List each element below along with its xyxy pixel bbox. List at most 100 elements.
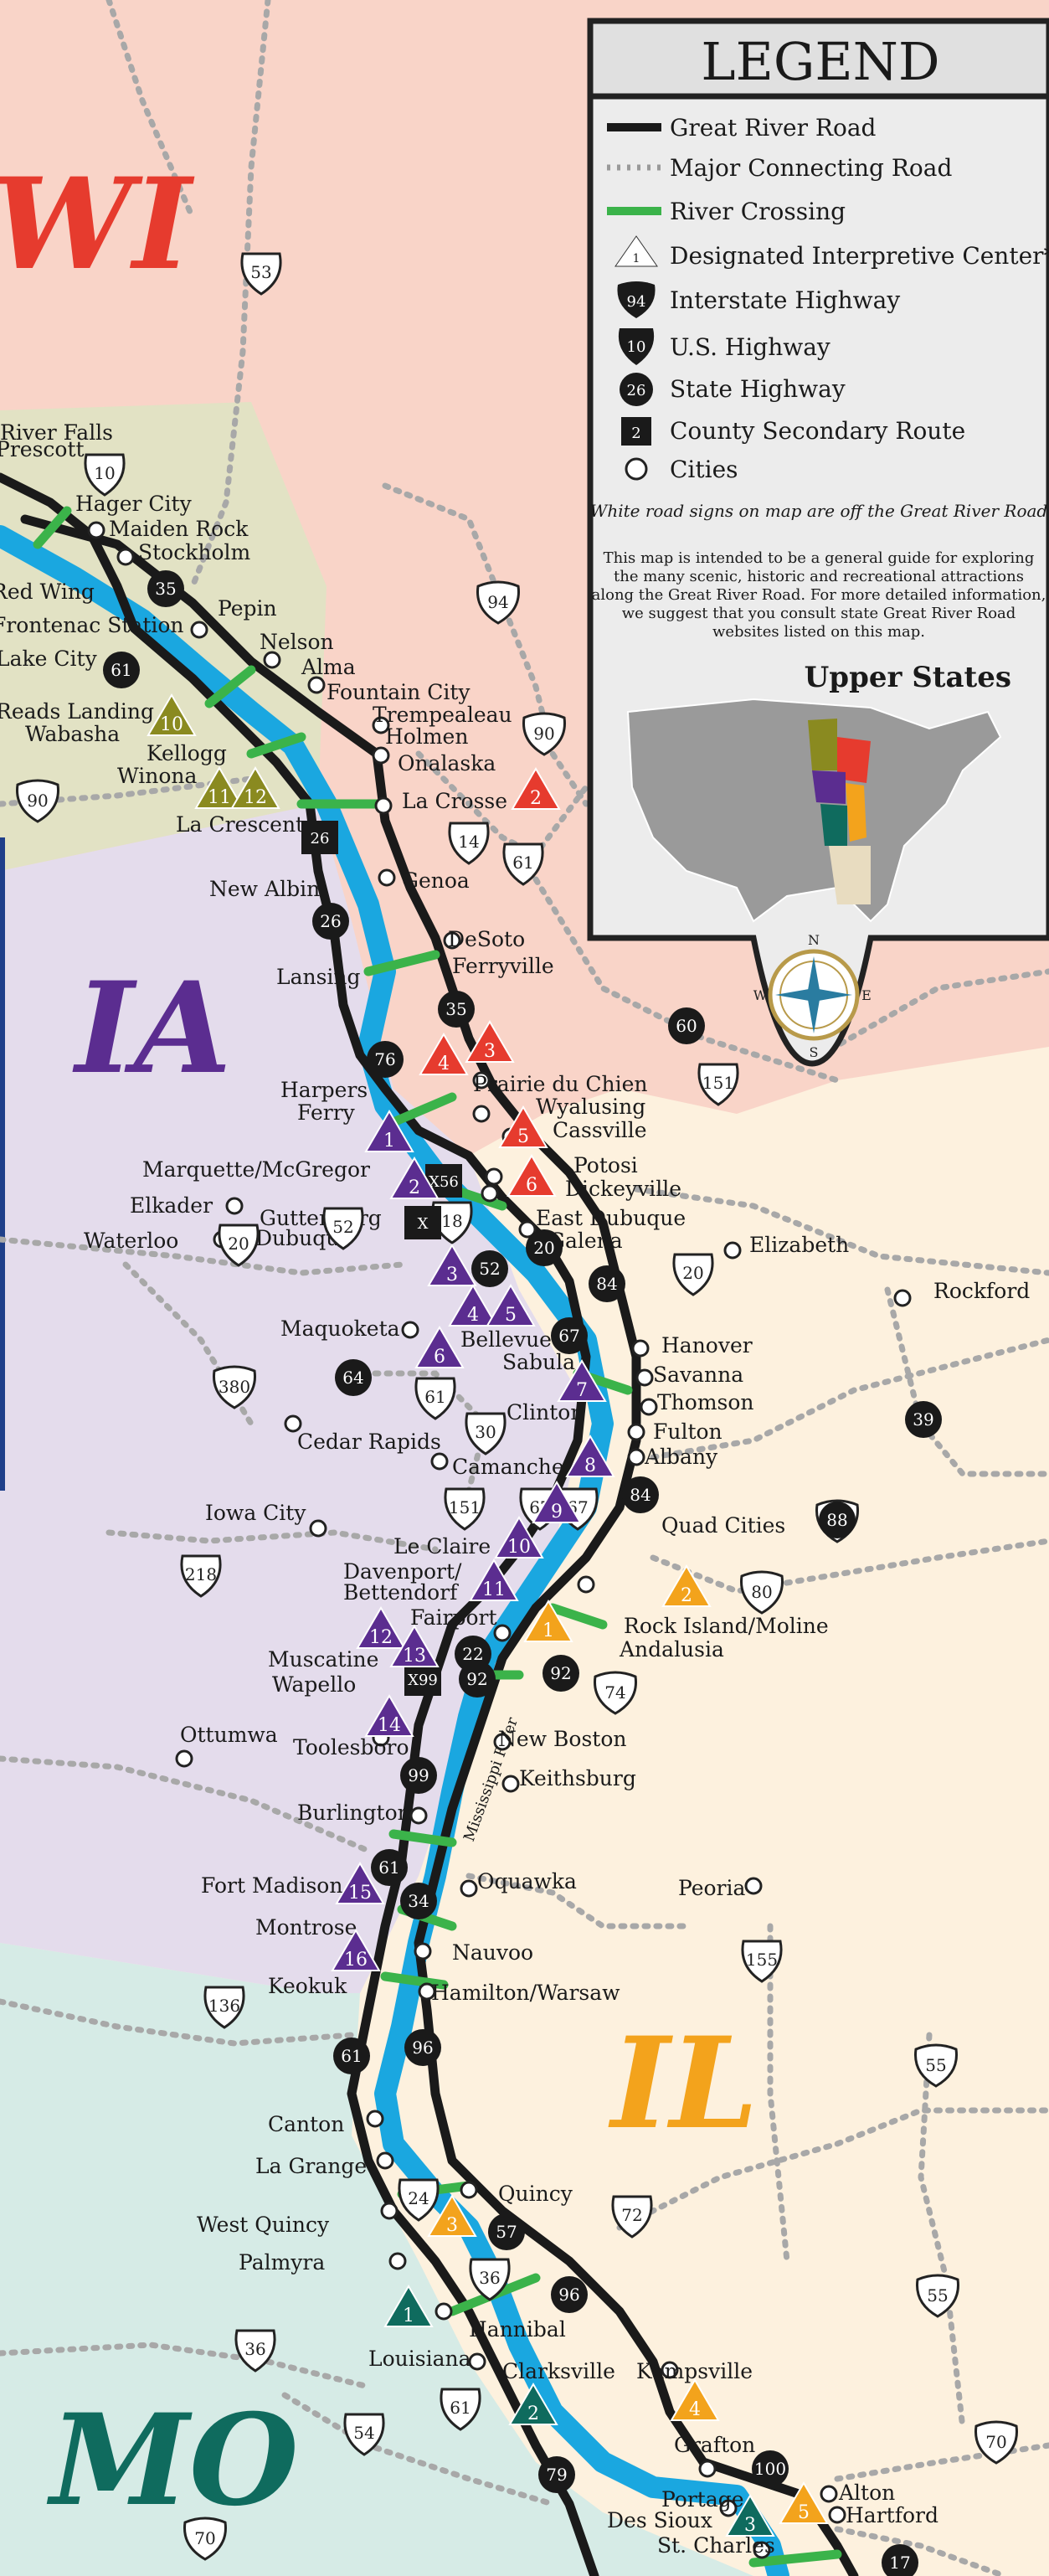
svg-text:57: 57	[496, 2222, 517, 2242]
interpretive-center-mo: 3	[725, 2494, 775, 2537]
city-label: Camanche	[452, 1455, 564, 1479]
state-highway-marker: 99	[400, 1757, 437, 1794]
us-shield: 136	[203, 1986, 245, 2029]
svg-text:along the Great River Road. Fo: along the Great River Road. For more det…	[592, 586, 1046, 604]
legend-label-state-highway: State Highway	[670, 375, 846, 403]
city-label: Dickeyville	[565, 1177, 681, 1201]
svg-text:100: 100	[754, 2459, 786, 2479]
city-dot	[472, 1071, 491, 1090]
svg-text:20: 20	[228, 1234, 249, 1254]
city-label: Des Sioux	[607, 2508, 712, 2532]
interpretive-center-ia: 9	[532, 1481, 582, 1523]
svg-text:5: 5	[517, 1126, 529, 1147]
svg-text:1: 1	[403, 2306, 414, 2326]
state-highway-marker: 64	[335, 1359, 372, 1396]
city-label: Albany	[644, 1445, 718, 1469]
state-highway-marker: 35	[147, 570, 184, 607]
city-dot	[307, 676, 326, 694]
svg-text:380: 380	[219, 1377, 250, 1397]
interstate-shield: 70	[183, 2517, 227, 2561]
county-square-icon: 2	[621, 417, 651, 446]
city-label: Fort Madison	[201, 1873, 342, 1898]
svg-text:72: 72	[621, 2205, 642, 2225]
city-label: Ferryville	[452, 954, 554, 978]
interstate-shield: 55	[914, 2043, 958, 2088]
svg-text:61: 61	[341, 2046, 362, 2066]
interstate-shield: 80	[740, 1570, 784, 1615]
city-label: Fairport	[410, 1605, 497, 1630]
state-highway-marker: 34	[400, 1883, 437, 1919]
svg-text:11: 11	[208, 787, 231, 808]
svg-text:30: 30	[475, 1422, 496, 1442]
city-label: Kellogg	[147, 741, 227, 765]
svg-text:61: 61	[512, 853, 533, 873]
city-dot	[468, 2352, 486, 2371]
state-highway-marker: 61	[103, 652, 140, 688]
city-label: New Boston	[498, 1727, 626, 1751]
svg-text:3: 3	[446, 2215, 458, 2236]
city-label: Fulton	[653, 1419, 722, 1444]
state-highway-marker: 96	[404, 2029, 441, 2066]
city-dot	[414, 1942, 432, 1960]
state-highway-marker: 26	[312, 903, 349, 940]
city-label: Maiden Rock	[109, 517, 249, 541]
svg-text:5: 5	[798, 2502, 810, 2523]
svg-text:22: 22	[462, 1644, 483, 1664]
city-dot	[753, 2541, 771, 2559]
city-dot	[661, 2361, 679, 2379]
city-label: Peoria	[678, 1876, 745, 1900]
svg-text:76: 76	[374, 1049, 395, 1069]
city-dot	[284, 1414, 302, 1433]
city-label: Muscatine	[268, 1647, 378, 1672]
city-dot	[374, 796, 393, 815]
interpretive-center-ia: 5	[486, 1284, 536, 1327]
city-dot	[460, 1879, 478, 1898]
svg-text:18: 18	[441, 1211, 462, 1231]
state-highway-marker: 17	[882, 2544, 918, 2576]
edge-bar	[0, 837, 5, 1491]
city-label: Keithsburg	[519, 1766, 636, 1790]
svg-text:151: 151	[702, 1073, 734, 1093]
city-label: Burlington	[297, 1801, 411, 1825]
us-shield: 53	[240, 252, 282, 296]
legend-title: LEGEND	[701, 31, 939, 92]
legend-label-great-river-road: Great River Road	[670, 114, 877, 142]
city-dot	[409, 1806, 428, 1825]
state-label-wi: WI	[0, 151, 194, 298]
svg-text:17: 17	[889, 2553, 910, 2573]
us-shield: 20	[218, 1224, 260, 1267]
svg-text:84: 84	[630, 1485, 650, 1505]
city-label: Ottumwa	[180, 1723, 278, 1747]
svg-text:79: 79	[546, 2465, 567, 2485]
us-shield: 52	[322, 1207, 364, 1250]
interpretive-center-ia: 10	[494, 1516, 544, 1558]
svg-text:1: 1	[542, 1620, 554, 1641]
city-dot	[627, 1423, 645, 1441]
city-dot	[376, 2151, 394, 2170]
svg-text:90: 90	[27, 791, 48, 811]
city-dot	[723, 1241, 742, 1260]
svg-text:136: 136	[208, 1996, 240, 2016]
highway-markers: 9490903808080745555707053101461151185220…	[16, 252, 1018, 2576]
inset-title: Upper States	[805, 661, 1011, 694]
city-label: La Crescent	[176, 812, 304, 837]
city-dot	[430, 1452, 449, 1471]
city-label: New Albin	[209, 877, 320, 901]
us-shield: 61	[440, 2388, 481, 2431]
svg-text:20: 20	[682, 1263, 703, 1283]
city-label: Cassville	[553, 1118, 647, 1142]
city-dot	[635, 1368, 654, 1387]
city-dot	[418, 1982, 436, 2001]
city-dot	[485, 1167, 503, 1186]
interpretive-center-ia: 4	[448, 1284, 498, 1327]
us-shield-icon: 10	[618, 328, 655, 365]
svg-text:151: 151	[449, 1497, 481, 1517]
svg-text:52: 52	[332, 1217, 353, 1237]
interpretive-center-mn: 10	[147, 693, 197, 736]
city-label: St. Charles	[657, 2533, 775, 2558]
city-label: Nelson	[260, 630, 334, 654]
svg-text:61: 61	[378, 1857, 399, 1878]
city-dot	[309, 1519, 327, 1538]
interpretive-center-ia: 13	[389, 1625, 440, 1667]
